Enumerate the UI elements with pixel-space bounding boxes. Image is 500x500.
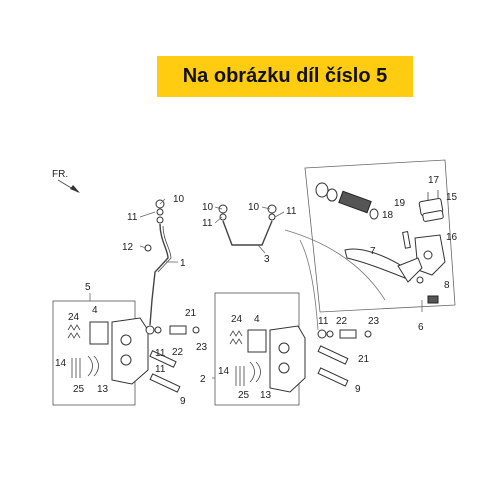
lower-banjo-fittings (145, 325, 372, 339)
callout-13: 13 (260, 390, 272, 401)
brake-hose-to-master (284, 229, 386, 301)
callout-11: 11 (202, 218, 213, 229)
callout-18: 18 (382, 210, 394, 221)
front-direction-arrow: FR. (52, 169, 80, 193)
master-cylinder-piston (315, 182, 379, 220)
callout-11: 11 (155, 364, 166, 375)
right-caliper-assembly (214, 292, 306, 406)
callout-25: 25 (238, 390, 250, 401)
reservoir-cap (418, 198, 444, 222)
brake-hose-to-caliper (299, 239, 319, 331)
callout-13: 13 (97, 384, 109, 395)
callout-22: 22 (336, 316, 348, 327)
callout-1: 1 (180, 258, 186, 269)
callout-10: 10 (173, 194, 185, 205)
callout-14: 14 (218, 366, 230, 377)
callout-5: 5 (85, 282, 91, 293)
brake-hose-3 (222, 220, 273, 246)
banner-text: Na obrázku díl číslo 5 (182, 65, 388, 87)
callout-25: 25 (73, 384, 85, 395)
callout-10: 10 (202, 202, 214, 213)
upper-banjo-fittings (144, 199, 277, 252)
callout-24: 24 (68, 312, 80, 323)
callout-11: 11 (318, 316, 329, 327)
callout-24: 24 (231, 314, 243, 325)
callout-23: 23 (368, 316, 380, 327)
callout-8: 8 (444, 280, 450, 291)
callout-4: 4 (254, 314, 260, 325)
callout-22: 22 (172, 347, 184, 358)
callout-11: 11 (286, 206, 297, 217)
callout-23: 23 (196, 342, 208, 353)
master-cylinder-assembly (304, 159, 456, 313)
callout-7: 7 (370, 246, 376, 257)
callout-17: 17 (428, 175, 440, 186)
part-number-banner: Na obrázku díl číslo 5 (157, 56, 413, 97)
callout-10: 10 (248, 202, 260, 213)
callout-21: 21 (358, 354, 370, 365)
callout-11: 11 (127, 212, 138, 223)
caliper-bolts (149, 345, 349, 393)
callout-12: 12 (122, 242, 134, 253)
callout-6: 6 (418, 322, 424, 333)
left-caliper-assembly (52, 300, 149, 406)
callout-4: 4 (92, 305, 98, 316)
callout-2: 2 (200, 374, 206, 385)
callout-16: 16 (446, 232, 458, 243)
callout-19: 19 (394, 198, 406, 209)
direction-label: FR. (52, 169, 68, 180)
callout-11: 11 (155, 348, 166, 359)
callout-9: 9 (355, 384, 361, 395)
brake-lever (344, 248, 423, 283)
callout-3: 3 (264, 254, 270, 265)
master-cylinder-body (414, 234, 446, 276)
callout-14: 14 (55, 358, 67, 369)
callout-15: 15 (446, 192, 458, 203)
brake-hose-1 (149, 223, 169, 326)
callout-9: 9 (180, 396, 186, 407)
callout-21: 21 (185, 308, 197, 319)
